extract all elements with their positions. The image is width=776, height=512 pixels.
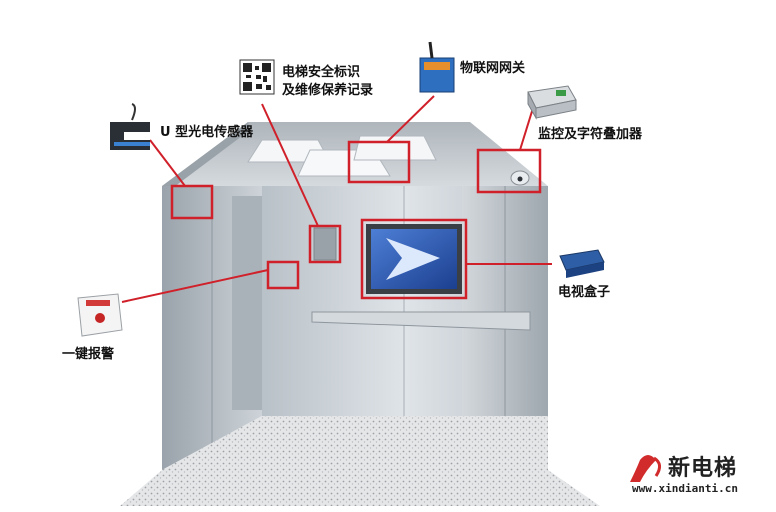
ad-screen-arrow bbox=[386, 238, 440, 280]
label-tvbox: 电视盒子 bbox=[558, 285, 611, 300]
label-overlay: 监控及字符叠加器 bbox=[538, 127, 643, 142]
highlight-alarm bbox=[266, 260, 300, 290]
connector-lines bbox=[121, 95, 552, 303]
highlight-qr bbox=[308, 224, 342, 264]
brand-logo-icon bbox=[630, 455, 661, 482]
u-sensor-icon bbox=[110, 103, 150, 150]
label-qr-line2: 及维修保养记录 bbox=[282, 83, 374, 98]
highlight-boxes bbox=[170, 140, 542, 300]
camera-lens bbox=[517, 176, 523, 182]
brand-watermark: 新电梯 www.xindianti.cn bbox=[630, 448, 770, 500]
door-frame bbox=[232, 196, 266, 410]
label-gateway: 物联网网关 bbox=[460, 61, 526, 76]
qr-code-icon bbox=[239, 59, 275, 95]
floor bbox=[120, 416, 600, 506]
brand-name: 新电梯 bbox=[668, 456, 738, 481]
overlay-device-icon bbox=[527, 85, 577, 120]
qr-sticker bbox=[313, 227, 337, 261]
handrail bbox=[311, 311, 531, 331]
highlight-screen bbox=[360, 218, 468, 300]
highlight-sensor bbox=[170, 184, 214, 220]
label-alarm: 一键报警 bbox=[62, 347, 115, 362]
brand-url: www.xindianti.cn bbox=[632, 482, 738, 495]
highlight-camera bbox=[476, 148, 542, 194]
label-sensor: U 型光电传感器 bbox=[160, 125, 254, 140]
highlight-gateway bbox=[347, 140, 411, 184]
ceiling-rim-left bbox=[162, 122, 250, 196]
label-qr-line1: 电梯安全标识 bbox=[282, 65, 361, 80]
gateway-icon bbox=[419, 41, 455, 93]
tv-box-icon bbox=[559, 249, 605, 278]
ceiling-light-right bbox=[353, 135, 437, 161]
alarm-button-icon bbox=[77, 293, 123, 337]
